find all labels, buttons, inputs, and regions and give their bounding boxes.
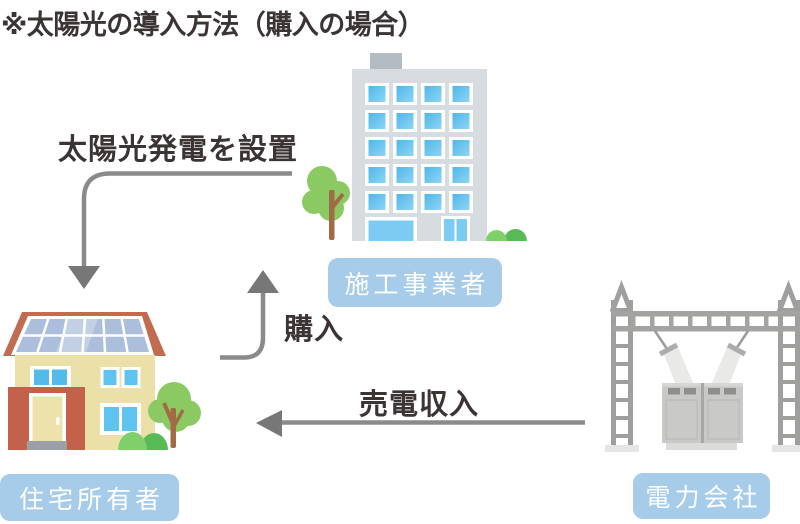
install-arrow-label: 太陽光発電を設置 — [58, 134, 299, 166]
cross-beam — [612, 311, 800, 332]
contractor-label: 施工事業者 — [344, 270, 490, 299]
house-windows — [30, 366, 141, 435]
homeowner-label: 住宅所有者 — [18, 485, 164, 514]
diagram-title: ※太陽光の導入方法（購入の場合） — [1, 10, 425, 40]
tree-icon — [302, 166, 350, 240]
solar-house-icon — [3, 312, 201, 450]
wire — [734, 330, 750, 350]
utility-label-badge: 電力会社 — [633, 473, 770, 519]
utility-label: 電力会社 — [645, 484, 762, 512]
power-station-icon — [605, 279, 800, 452]
building-entrance — [365, 216, 470, 241]
wire — [653, 330, 669, 350]
purchase-arrow — [220, 270, 279, 360]
pylon-left — [605, 279, 639, 452]
homeowner-label-badge: 住宅所有者 — [0, 474, 179, 521]
office-building-icon — [302, 53, 527, 241]
install-arrow — [68, 171, 292, 289]
tree-icon — [148, 382, 201, 448]
contractor-label-badge: 施工事業者 — [328, 258, 502, 307]
insulators — [658, 342, 747, 390]
bush-icon — [118, 432, 168, 450]
solar-panel — [11, 316, 154, 355]
transformer — [662, 383, 743, 450]
income-arrow — [256, 410, 585, 437]
income-arrow-label: 売電収入 — [359, 389, 480, 421]
bush-icon — [486, 229, 527, 241]
purchase-arrow-label: 購入 — [284, 314, 345, 346]
house-entrance — [8, 387, 85, 450]
